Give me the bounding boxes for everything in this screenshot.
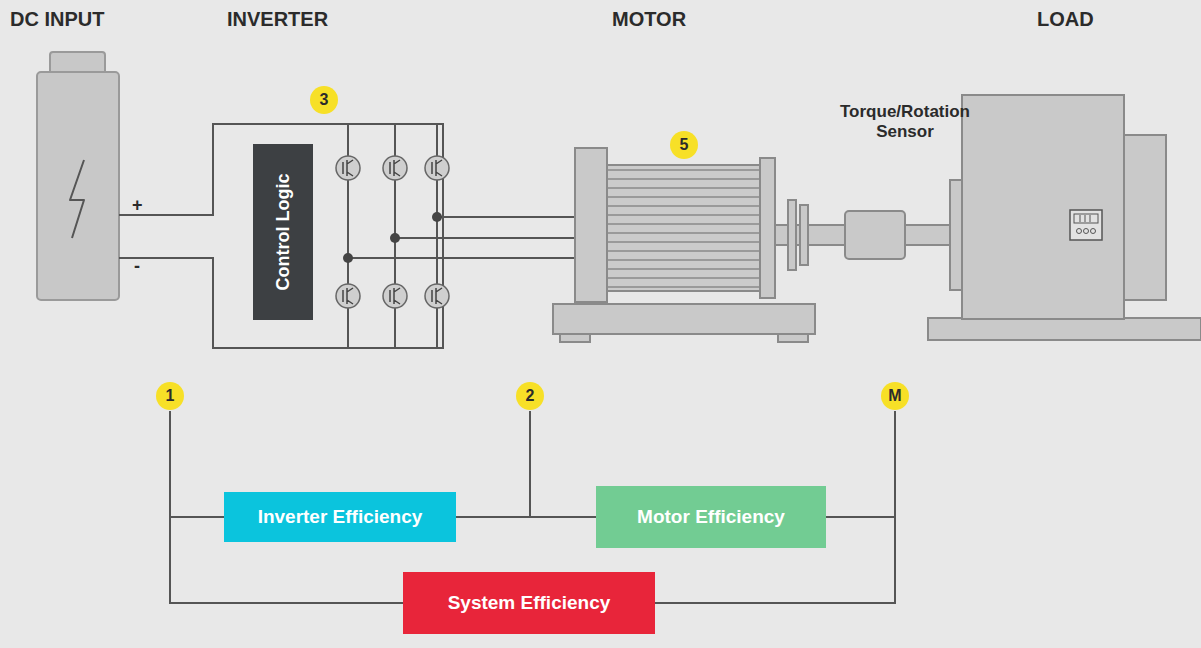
polarity-sign: + bbox=[132, 195, 143, 216]
control-logic-block: Control Logic bbox=[253, 144, 313, 320]
part-label: Torque/Rotation Sensor bbox=[820, 102, 990, 141]
transistor-symbol bbox=[336, 156, 449, 308]
section-heading: LOAD bbox=[1037, 8, 1094, 31]
box-text: Inverter Efficiency bbox=[258, 506, 423, 528]
phase-dot bbox=[343, 212, 442, 263]
box-text: Control Logic bbox=[273, 174, 294, 291]
callout-number: 5 bbox=[670, 131, 698, 159]
callout-number: 2 bbox=[516, 382, 544, 410]
connector-line bbox=[456, 516, 596, 518]
box-text: Motor Efficiency bbox=[637, 506, 785, 528]
section-heading: MOTOR bbox=[612, 8, 686, 31]
battery bbox=[37, 52, 119, 300]
motor bbox=[553, 148, 965, 342]
efficiency-box: Inverter Efficiency bbox=[224, 492, 456, 542]
callout-number: M bbox=[881, 382, 909, 410]
polarity-sign: - bbox=[134, 256, 140, 277]
callout-number: 3 bbox=[310, 86, 338, 114]
box-text: System Efficiency bbox=[448, 592, 611, 614]
callout-number: 1 bbox=[156, 382, 184, 410]
section-heading: INVERTER bbox=[227, 8, 328, 31]
inverter-circuit bbox=[119, 124, 577, 348]
load-machine bbox=[928, 95, 1201, 340]
section-heading: DC INPUT bbox=[10, 8, 104, 31]
efficiency-box: System Efficiency bbox=[403, 572, 655, 634]
efficiency-box: Motor Efficiency bbox=[596, 486, 826, 548]
